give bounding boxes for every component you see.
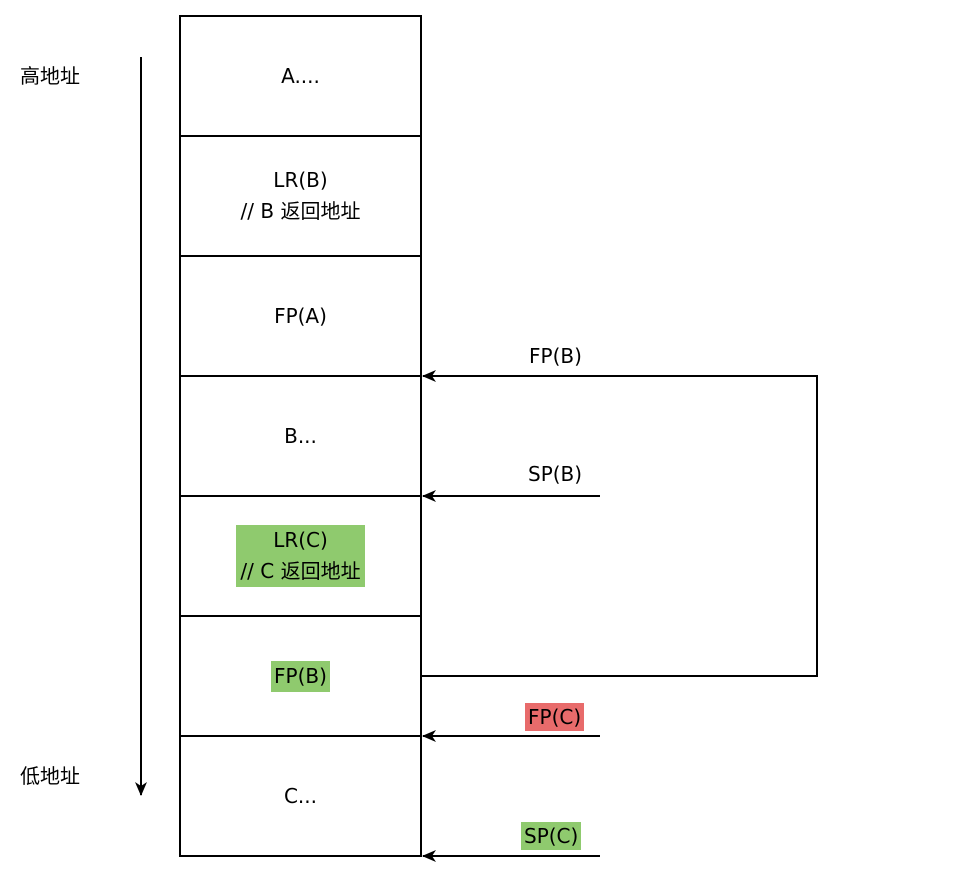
stack-cell-fp-b-text: FP(B) bbox=[271, 660, 330, 692]
stack-cell-fp-a-text: FP(A) bbox=[274, 303, 327, 328]
stack-cell-a-text: A.... bbox=[281, 63, 320, 88]
stack-cell-fp-b: FP(B) bbox=[180, 616, 421, 736]
fp-b-pointer-label: FP(B) bbox=[529, 344, 582, 368]
stack-cell-c-text: C... bbox=[283, 783, 318, 808]
stack-cell-lr-b: LR(B) // B 返回地址 bbox=[180, 136, 421, 256]
stack-cell-c: C... bbox=[180, 736, 421, 856]
high-address-label: 高地址 bbox=[20, 64, 80, 88]
stack-cell-lr-c: LR(C) // C 返回地址 bbox=[180, 496, 421, 616]
stack-cell-lr-c-text: LR(C) // C 返回地址 bbox=[236, 525, 365, 587]
stack-cell-fp-a: FP(A) bbox=[180, 256, 421, 376]
stack-cell-lr-b-text: LR(B) // B 返回地址 bbox=[240, 168, 361, 223]
stack-outline bbox=[179, 15, 422, 857]
stack-cell-a: A.... bbox=[180, 16, 421, 136]
fp-b-link-line bbox=[421, 370, 818, 677]
sp-c-pointer-label: SP(C) bbox=[521, 822, 582, 850]
sp-b-pointer-label: SP(B) bbox=[528, 462, 583, 486]
fp-c-pointer-label: FP(C) bbox=[525, 703, 585, 731]
stack-cell-b: B... bbox=[180, 376, 421, 496]
low-address-label: 低地址 bbox=[20, 764, 80, 788]
stack-cell-b-text: B... bbox=[284, 423, 317, 448]
